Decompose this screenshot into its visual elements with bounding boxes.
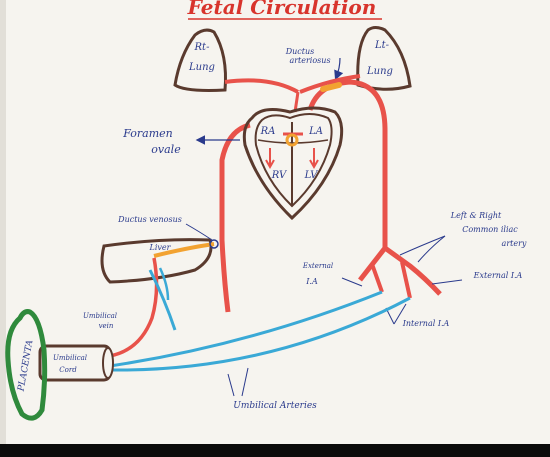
ductus-arteriosus (320, 82, 342, 92)
ductus-venosus-pointer (185, 223, 213, 241)
ductus-venosus (153, 242, 215, 258)
umbilical-cord (38, 344, 112, 382)
lt-lung-label-2: Lung (366, 66, 393, 77)
inferior-vena-cava (219, 122, 251, 313)
pulmonary-trunk (293, 91, 300, 113)
placenta-label: PLACENTA (16, 339, 35, 393)
ra-label: RA (260, 126, 276, 137)
internal-ia-pointer-2 (393, 303, 407, 325)
la-to-lv-arrowhead (309, 159, 319, 170)
foramen-ovale-label-2: ovale (151, 143, 181, 156)
hepatic-vessel-1 (148, 269, 177, 331)
external-ia-left-pointer (341, 277, 363, 287)
la-label: LA (308, 126, 323, 137)
umbilical-vein (109, 257, 159, 358)
aorta (307, 79, 388, 248)
right-internal-iliac (370, 263, 384, 293)
external-ia-left-label-2: I.A (305, 277, 318, 286)
liver-label: Liver (149, 243, 172, 252)
left-internal-iliac (400, 261, 412, 299)
ductus-venosus-label: Ductus venosus (117, 215, 182, 224)
external-ia-left-label-1: External (302, 262, 333, 270)
umbilical-vein-label-1: Umbilical (83, 312, 117, 320)
placenta (5, 309, 48, 421)
heart-inner-outline (254, 113, 333, 208)
umbilical-cord-label-2: Cord (59, 366, 77, 374)
umbilical-arteries-pointer-1 (227, 373, 235, 397)
lv-label: LV (304, 170, 319, 181)
common-iliac-pointer-1 (399, 235, 446, 256)
ductus-arteriosus-pointer (334, 57, 344, 81)
rv-label: RV (271, 170, 288, 181)
ductus-arteriosus-label-2: arteriosus (289, 56, 330, 65)
right-lung (173, 28, 227, 92)
lt-lung-label-1: Lt- (374, 40, 390, 51)
umbilical-artery-left (109, 296, 411, 372)
external-ia-right-pointer (431, 279, 463, 285)
umbilical-cord-end (102, 347, 114, 379)
diagram-title: Fetal Circulation (187, 0, 377, 19)
common-iliac-pointer-2 (417, 235, 446, 263)
common-iliac-label-2: Common iliac (462, 225, 518, 234)
rt-lung-label-2: Lung (188, 62, 215, 73)
umbilical-vein-label-2: vein (99, 322, 114, 330)
umbilical-cord-label-1: Umbilical (53, 354, 87, 362)
foramen-ovale (285, 133, 299, 147)
rt-lung-label-1: Rt- (194, 42, 211, 53)
left-pulmonary-vessel (299, 74, 361, 94)
ductus-venosus-junction (209, 239, 219, 249)
common-iliac-label-3: artery (502, 239, 527, 248)
bottom-bar (0, 444, 550, 457)
left-lung (356, 26, 412, 91)
umbilical-arteries-pointer-2 (241, 367, 249, 397)
right-pulmonary-vessel (224, 78, 299, 94)
umbilical-arteries-label: Umbilical Arteries (233, 401, 317, 411)
heart-outline (242, 106, 344, 221)
external-ia-right-label: External I.A (473, 271, 523, 280)
common-iliac-label-1: Left & Right (450, 211, 502, 220)
internal-ia-label: Internal I.A (402, 319, 450, 328)
ra-to-rv-arrowhead (265, 159, 275, 170)
background-strip (0, 0, 6, 444)
hepatic-vessel-2 (158, 267, 170, 301)
ductus-arteriosus-label-1: Ductus (285, 47, 315, 56)
heart-valve-line (257, 139, 329, 144)
umbilical-artery-right (109, 290, 383, 368)
left-common-iliac (383, 245, 442, 296)
foramen-ovale-label-1: Foramen (122, 127, 173, 140)
liver (100, 238, 213, 284)
